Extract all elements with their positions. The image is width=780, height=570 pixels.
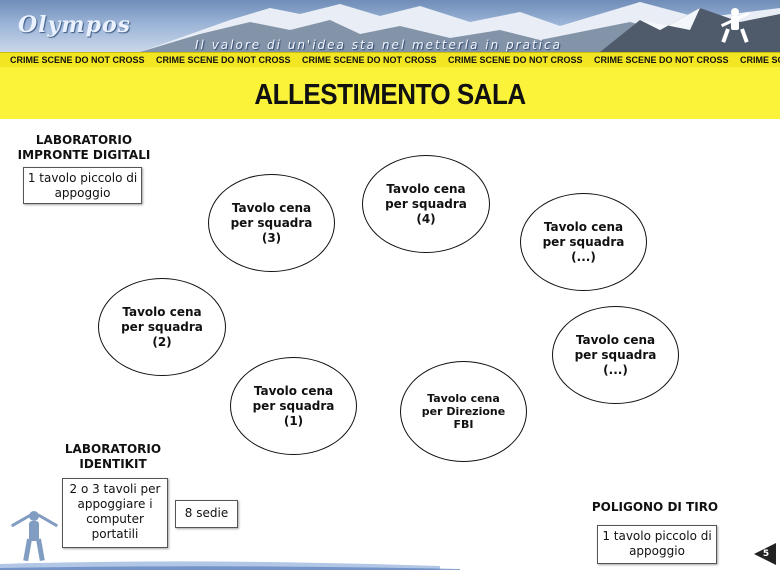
mountain-banner-image [140, 2, 780, 52]
company-logo: Olympos [18, 12, 132, 38]
page-number: 5 [762, 549, 770, 559]
tape-text: CRIME SCENE DO NOT CROSS [302, 55, 437, 65]
page-number-arrow-icon [754, 543, 776, 565]
poligono-label: POLIGONO DI TIRO [591, 500, 719, 514]
tape-text: CRIME SCENE DO NOT CROSS [740, 55, 780, 65]
crime-scene-tape: CRIME SCENE DO NOT CROSS CRIME SCENE DO … [0, 52, 780, 68]
tape-text: CRIME SCENE DO NOT CROSS [156, 55, 291, 65]
chairs-box: 8 sedie [175, 500, 238, 528]
tape-text: CRIME SCENE DO NOT CROSS [594, 55, 729, 65]
hiker-silhouette-icon [10, 511, 59, 562]
header-banner: Olympos Il valore di un'idea sta nel met… [0, 0, 780, 52]
skier-silhouette-icon [720, 8, 750, 43]
tape-text: CRIME SCENE DO NOT CROSS [448, 55, 583, 65]
tape-text: CRIME SCENE DO NOT CROSS [10, 55, 145, 65]
tagline: Il valore di un'idea sta nel metterla in… [195, 38, 562, 52]
title-bar [0, 67, 780, 119]
footer-wave [0, 561, 460, 570]
page-title: ALLESTIMENTO SALA [254, 77, 526, 111]
